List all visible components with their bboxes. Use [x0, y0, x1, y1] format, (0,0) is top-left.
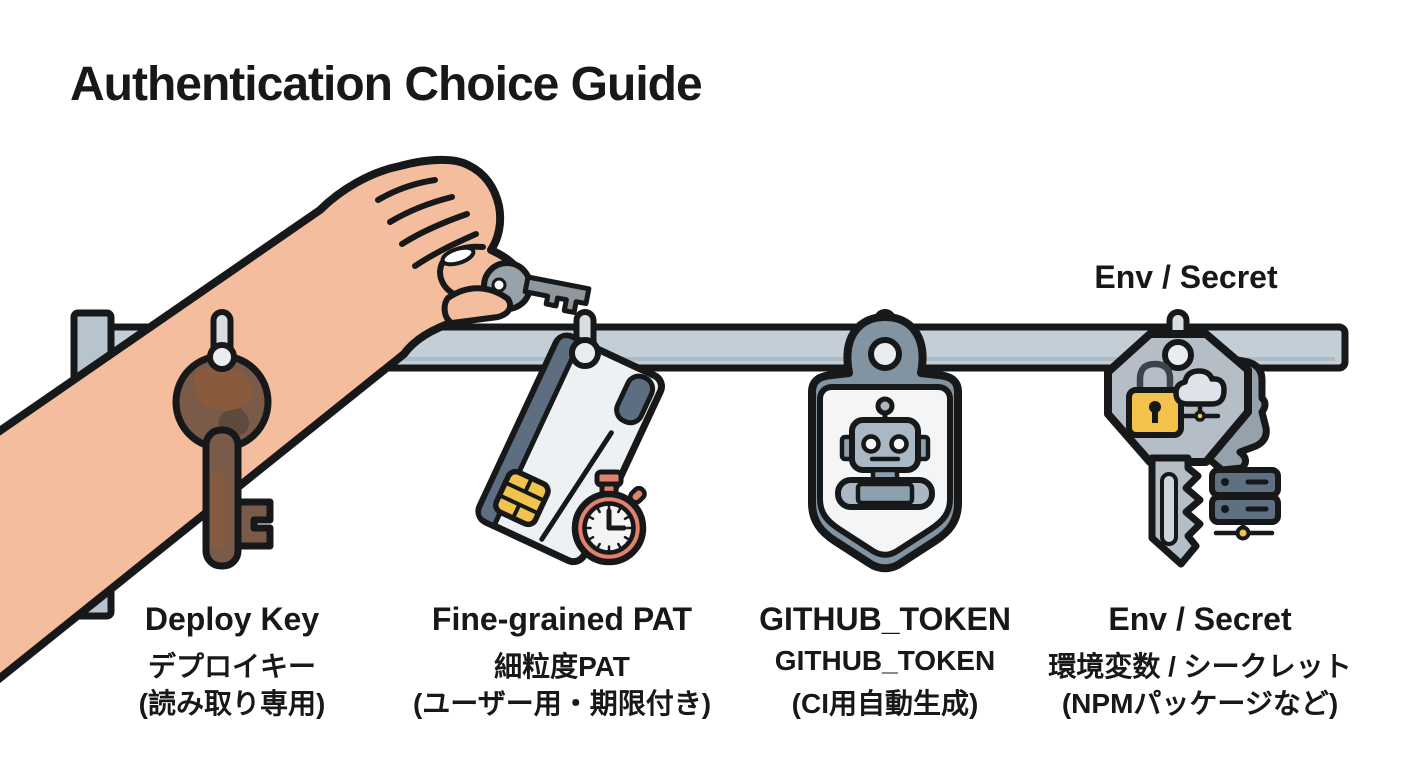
column-pat-title: Fine-grained PAT	[431, 601, 693, 637]
hanging-ring	[207, 342, 237, 372]
column-pat-note: (ユーザー用・期限付き)	[412, 688, 712, 719]
page-title: Authentication Choice Guide	[70, 58, 703, 111]
column-github-token-title: GITHUB_TOKEN	[759, 601, 1011, 637]
column-env-secret-title: Env / Secret	[1108, 601, 1292, 637]
hanging-ring	[569, 337, 601, 369]
column-deploy-key-title: Deploy Key	[144, 601, 320, 637]
column-env-secret-note: (NPMパッケージなど)	[1061, 688, 1339, 719]
env-secret-keys-icon	[1104, 330, 1281, 568]
column-env-secret-subtitle: 環境変数 / シークレット	[1048, 651, 1352, 682]
server-icon	[1209, 467, 1281, 541]
key-slot	[1160, 472, 1178, 546]
robot-badge-icon	[808, 313, 962, 573]
column-deploy-key-note: (読み取り専用)	[138, 688, 326, 719]
hanging-ring	[868, 337, 902, 371]
column-github-token-subtitle: GITHUB_TOKEN	[774, 645, 996, 676]
column-deploy-key-subtitle: デプロイキー	[147, 651, 317, 682]
stopwatch-hands	[606, 508, 627, 531]
robot-eye	[861, 434, 881, 454]
pinch-gap	[440, 245, 476, 267]
rack-top-label: Env / Secret	[1094, 259, 1278, 295]
credit-card-icon	[475, 332, 665, 566]
column-github-token-note: (CI用自動生成)	[791, 688, 979, 719]
held-key-icon	[441, 260, 592, 326]
robot-chest	[855, 481, 915, 506]
robot-eye	[889, 434, 909, 454]
robot-icon	[835, 396, 935, 510]
card-stripe-chip	[614, 373, 656, 426]
deploy-key-icon	[172, 342, 274, 570]
column-pat-subtitle: 細粒度PAT	[494, 651, 630, 682]
stopwatch-icon	[571, 469, 647, 566]
padlock-icon	[1126, 360, 1184, 438]
stopwatch-ticks	[585, 504, 633, 552]
thumb-overlay	[441, 285, 514, 326]
hanging-ring	[1162, 339, 1194, 371]
cloud-icon	[1173, 368, 1227, 422]
card-chip	[492, 468, 551, 528]
